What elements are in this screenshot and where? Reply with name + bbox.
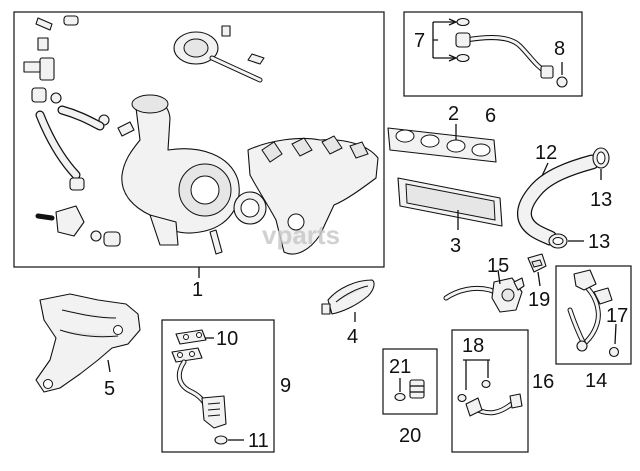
fitting-20 [394, 379, 425, 402]
callout-19: 19 [528, 289, 550, 311]
turbocharger [117, 94, 267, 255]
oil-feed-pipe-9 [171, 329, 228, 445]
callout-5: 5 [104, 378, 115, 400]
coolant-pipe-16 [457, 379, 523, 417]
callout-8: 8 [554, 38, 565, 60]
coolant-feed-pipe [455, 17, 568, 88]
exhaust-manifold [247, 135, 379, 255]
callout-13-upper: 13 [590, 189, 612, 211]
callout-1: 1 [192, 279, 203, 301]
hose-clamp-upper [592, 147, 610, 169]
callout-7: 7 [414, 30, 425, 52]
callout-4: 4 [347, 326, 358, 348]
callout-12: 12 [535, 142, 557, 164]
coolant-return-pipe [443, 277, 525, 313]
callout-18: 18 [462, 335, 484, 357]
callout-17: 17 [606, 305, 628, 327]
callout-21: 21 [389, 356, 411, 378]
coolant-pipe-assembly-14 [567, 269, 620, 358]
coolant-hose [517, 154, 600, 246]
callout-16: 16 [532, 371, 554, 393]
callout-14: 14 [585, 370, 607, 392]
callout-3: 3 [450, 235, 461, 257]
manifold-gasket [387, 127, 497, 163]
hardware-cluster-left [23, 15, 110, 191]
callout-9: 9 [280, 375, 291, 397]
callout-2: 2 [448, 103, 459, 125]
fittings-lower-left [35, 205, 121, 247]
callout-11: 11 [248, 430, 269, 452]
turbo-gasket [397, 177, 503, 227]
wastegate-actuator [173, 25, 265, 83]
group-box-14 [555, 265, 632, 365]
callout-15: 15 [487, 255, 509, 277]
hose-clamp-lower [548, 233, 568, 249]
callout-20: 20 [399, 425, 421, 447]
watermark: vparts [262, 220, 340, 250]
callout-10: 10 [216, 328, 238, 350]
group-box-20 [382, 348, 438, 415]
callout-6: 6 [485, 105, 496, 127]
group-box-9 [161, 319, 275, 453]
bracket-19 [527, 253, 547, 273]
heat-shield-4 [321, 279, 375, 315]
group-box-6 [403, 11, 583, 97]
heat-shield-5 [35, 293, 141, 393]
group-box-16 [451, 329, 529, 453]
callout-13-lower: 13 [588, 231, 610, 253]
